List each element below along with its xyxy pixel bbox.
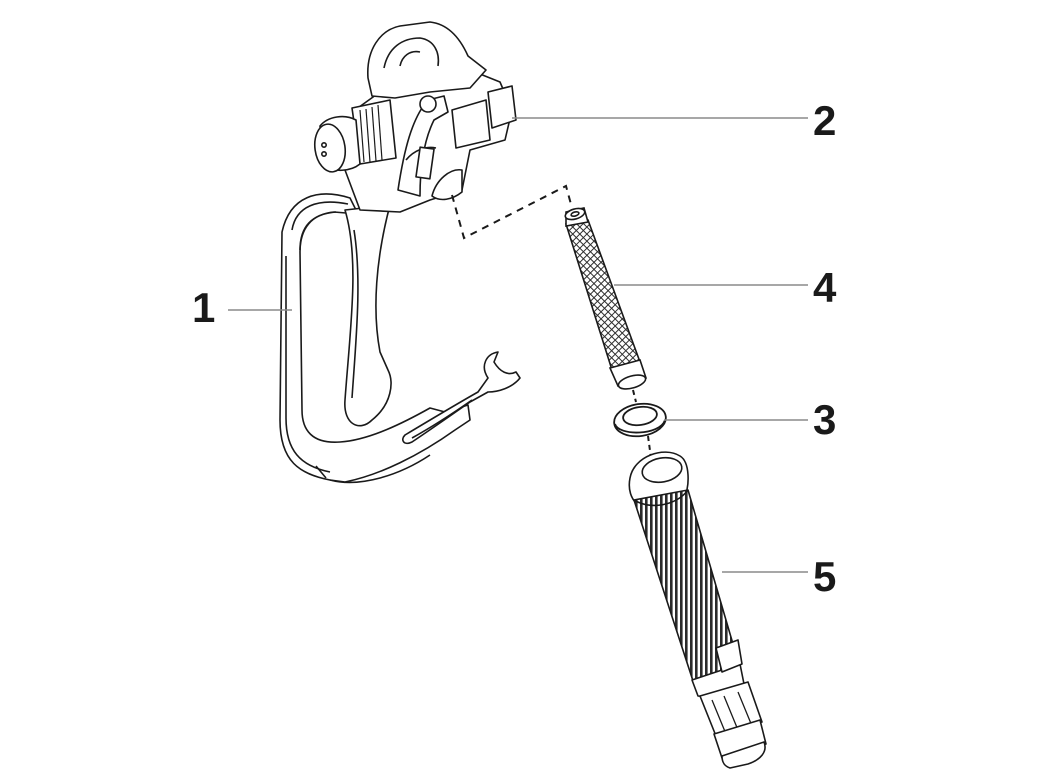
grip-cover-part [628, 451, 767, 769]
gun-head-part [313, 21, 517, 213]
callout-5: 5 [813, 553, 837, 600]
callout-3: 3 [813, 396, 837, 443]
seal-ring-part [613, 402, 667, 438]
leader-lines [228, 117, 808, 573]
callout-2: 2 [813, 97, 837, 144]
assembly-dash-line-middle [632, 389, 637, 403]
assembly-dash-line-upper [451, 184, 573, 240]
handle-part [279, 193, 521, 484]
callout-4: 4 [813, 264, 837, 311]
filter-part [564, 207, 648, 390]
callout-1: 1 [192, 284, 216, 331]
